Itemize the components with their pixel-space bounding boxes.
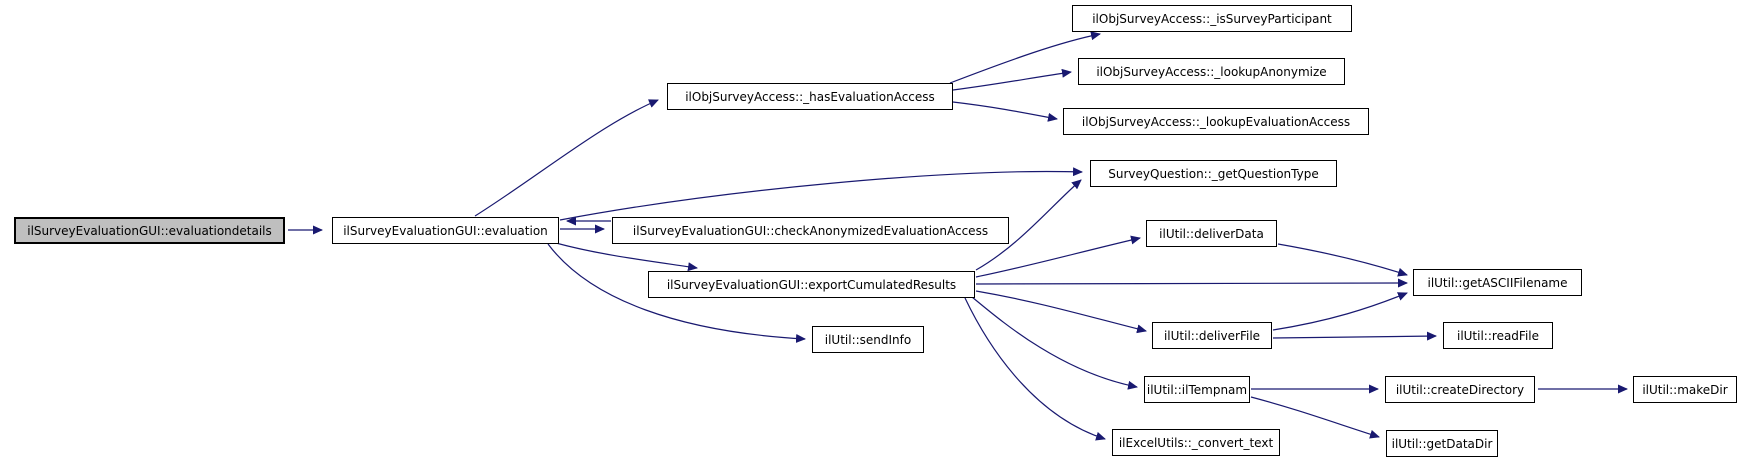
edge-hasevaluationaccess-lookupevaluationaccess [952, 101, 1058, 122]
node-evaluationdetails[interactable]: ilSurveyEvaluationGUI::evaluationdetails [14, 217, 285, 244]
node-deliver-data[interactable]: ilUtil::deliverData [1146, 220, 1277, 247]
node-send-info[interactable]: ilUtil::sendInfo [812, 326, 924, 353]
node-evaluation[interactable]: ilSurveyEvaluationGUI::evaluation [332, 217, 559, 244]
edge-exportcumulatedresults-getquestiontype [975, 179, 1082, 271]
node-is-survey-participant[interactable]: ilObjSurveyAccess::_isSurveyParticipant [1072, 5, 1352, 32]
node-create-directory[interactable]: ilUtil::createDirectory [1385, 376, 1535, 403]
node-get-data-dir[interactable]: ilUtil::getDataDir [1386, 430, 1498, 457]
node-get-ascii-filename[interactable]: ilUtil::getASCIIFilename [1413, 269, 1582, 296]
node-convert-text[interactable]: ilExcelUtils::_convert_text [1112, 429, 1280, 456]
edge-iltempnam-getdatadir [1250, 396, 1380, 439]
node-deliver-file[interactable]: ilUtil::deliverFile [1152, 322, 1272, 349]
edge-evaluation-getquestiontype [559, 167, 1083, 221]
node-lookup-evaluation-access[interactable]: ilObjSurveyAccess::_lookupEvaluationAcce… [1063, 108, 1369, 135]
edge-deliverfile-getasciifilename [1272, 292, 1408, 331]
node-check-anonymized-evaluation-access[interactable]: ilSurveyEvaluationGUI::checkAnonymizedEv… [612, 217, 1009, 244]
edge-evaluation-sendinfo [547, 243, 806, 343]
edge-exportcumulatedresults-deliverfile [975, 290, 1147, 334]
node-read-file[interactable]: ilUtil::readFile [1443, 322, 1553, 349]
node-lookup-anonymize[interactable]: ilObjSurveyAccess::_lookupAnonymize [1078, 58, 1345, 85]
node-export-cumulated-results[interactable]: ilSurveyEvaluationGUI::exportCumulatedRe… [648, 271, 975, 298]
edge-exportcumulatedresults-iltempnam [971, 296, 1138, 390]
edge-evaluation-hasevaluationaccess [474, 99, 659, 217]
edge-exportcumulatedresults-converttext [964, 297, 1106, 441]
node-has-evaluation-access[interactable]: ilObjSurveyAccess::_hasEvaluationAccess [667, 83, 953, 110]
node-get-question-type[interactable]: SurveyQuestion::_getQuestionType [1090, 160, 1337, 187]
edge-exportcumulatedresults-getasciifilename [975, 278, 1408, 288]
edge-deliverdata-getasciifilename [1277, 243, 1408, 277]
node-make-dir[interactable]: ilUtil::makeDir [1633, 376, 1737, 403]
edge-evaluation-exportcumulatedresults [555, 242, 698, 272]
edge-exportcumulatedresults-deliverdata [975, 235, 1141, 278]
node-il-tempnam[interactable]: ilUtil::ilTempnam [1144, 376, 1250, 403]
edge-hasevaluationaccess-issurveyparticipant [949, 31, 1101, 84]
edge-hasevaluationaccess-lookupanonymize [952, 68, 1072, 91]
edge-deliverfile-readfile [1272, 331, 1437, 341]
